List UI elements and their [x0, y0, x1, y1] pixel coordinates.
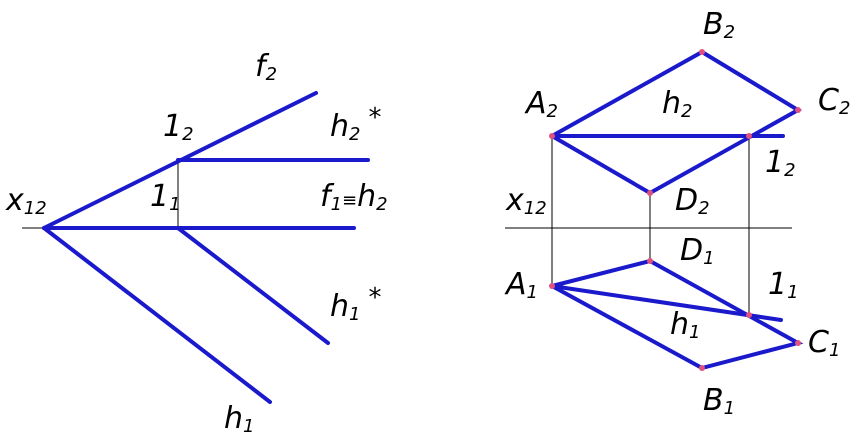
label-f2: f2	[255, 49, 277, 85]
label-h2: h2	[662, 86, 692, 122]
quad-ABCD-2	[550, 49, 802, 196]
label-C2: C2	[818, 83, 850, 119]
label-h1-right: h1	[670, 307, 700, 343]
point-A2	[549, 133, 555, 139]
right-epure: B2 A2 h2 C2 12 x12 D2 D1 A1 11 h1 C1 B1	[504, 7, 850, 419]
label-B2: B2	[703, 7, 735, 43]
label-x12-right: x12	[505, 183, 547, 219]
line-h1-star	[176, 226, 330, 345]
label-f1-h2: f1≡h2	[320, 179, 388, 215]
label-A2: A2	[524, 86, 558, 122]
label-1-2: 12	[163, 109, 194, 145]
label-h2-star: h2*	[330, 103, 381, 145]
point-B1	[699, 365, 705, 371]
label-h1: h1	[224, 401, 254, 437]
label-h1-star: h1*	[330, 283, 381, 325]
point-C2	[795, 107, 801, 113]
line-h1	[550, 284, 783, 322]
point-B2	[699, 49, 705, 55]
label-x12-left: x12	[5, 183, 47, 219]
label-1-2-right: 12	[765, 145, 796, 181]
point-1-1	[746, 312, 752, 318]
label-1-1: 11	[150, 179, 181, 215]
point-1-2	[746, 133, 752, 139]
label-D2: D2	[675, 183, 710, 219]
label-D1: D1	[680, 233, 715, 269]
label-1-1-right: 11	[768, 267, 799, 303]
line-h1	[42, 226, 272, 404]
label-A1: A1	[504, 267, 538, 303]
point-D2	[647, 190, 653, 196]
label-C1: C1	[808, 325, 840, 361]
point-C1	[795, 340, 801, 346]
label-B1: B1	[703, 383, 735, 419]
point-A1	[549, 283, 555, 289]
left-epure: f2 12 h2* x12 11 f1≡h2 h1* h1	[5, 49, 388, 437]
point-D1	[647, 258, 653, 264]
